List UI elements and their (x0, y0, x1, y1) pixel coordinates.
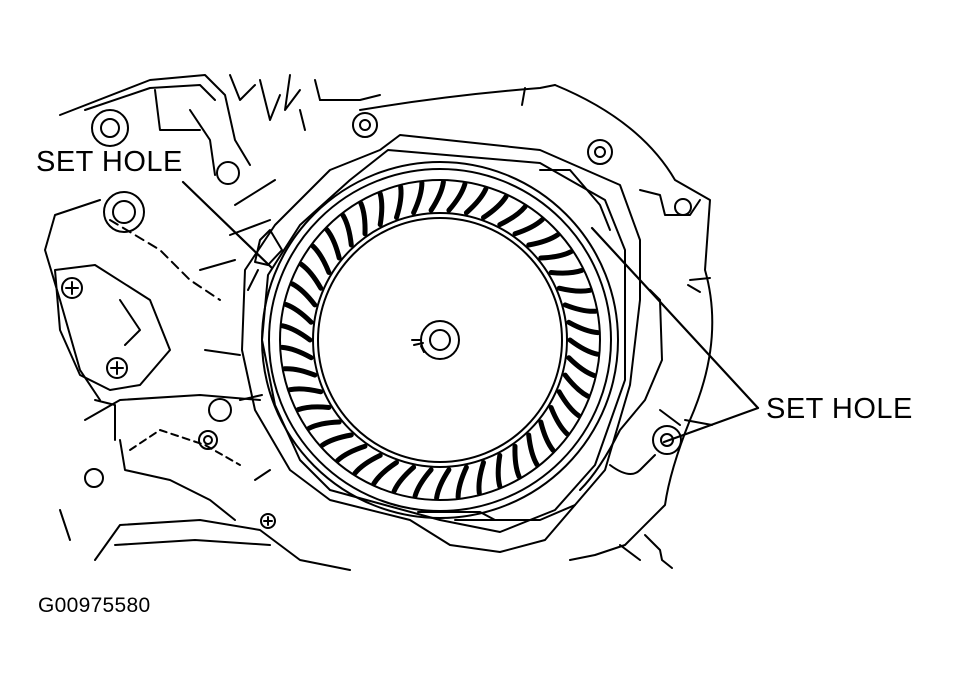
fan-blade (324, 227, 342, 261)
fan-housing (241, 134, 641, 553)
fan-blade (495, 452, 503, 489)
fan-blades (279, 179, 601, 501)
left-housing (44, 74, 351, 571)
fan-blade (295, 404, 332, 413)
fan-blade (526, 232, 561, 248)
fan-blade (340, 212, 354, 248)
fan-blade (446, 181, 468, 213)
fan-blade (280, 323, 313, 343)
fan-blade (287, 386, 324, 395)
fan-blade (283, 302, 314, 325)
fan-blade (412, 467, 434, 499)
fan-blade (567, 337, 600, 357)
fan-blade (548, 405, 570, 437)
fan-blade (371, 460, 399, 486)
leader-lines (181, 180, 760, 444)
fan-blade (455, 464, 469, 500)
fan-blade (394, 184, 404, 220)
fan-blade (282, 366, 318, 378)
fan-blade (289, 281, 318, 308)
fan-blade (538, 419, 556, 453)
scroll-casing (299, 84, 714, 569)
fan-blade (391, 464, 417, 494)
figure-code: G00975580 (38, 594, 151, 617)
fan-blade (481, 194, 509, 220)
fan-hub (411, 320, 460, 360)
fan-blade (319, 432, 354, 448)
fan-blade (335, 443, 368, 463)
fan-blade (377, 191, 385, 228)
fan-blade (526, 432, 540, 468)
fan-blade (310, 243, 332, 275)
fan-blade (298, 261, 324, 291)
fan-blade (556, 389, 582, 419)
fan-blade (512, 217, 545, 237)
fan-blade (428, 179, 446, 213)
fan-blade (476, 460, 486, 496)
fan-blade (497, 204, 528, 228)
set-hole-label-left: SET HOLE (36, 146, 183, 178)
fan-blade (463, 186, 489, 216)
fan-blade (306, 419, 342, 431)
fan-blade (358, 200, 368, 237)
fan-blade (566, 355, 597, 378)
fan-blade (352, 452, 383, 476)
fan-wheel (261, 161, 619, 519)
fan-blade (548, 267, 585, 276)
fan-blade (279, 344, 314, 361)
fan-blade (556, 285, 593, 294)
fan-blade (434, 467, 452, 501)
fan-blade (562, 372, 591, 399)
fan-blade (562, 302, 598, 314)
fan-blade (512, 443, 522, 480)
screws (61, 277, 276, 529)
fan-blade (566, 319, 601, 336)
fan-blade (538, 249, 574, 261)
set-hole-label-right: SET HOLE (766, 393, 913, 425)
fan-blade (411, 180, 425, 216)
